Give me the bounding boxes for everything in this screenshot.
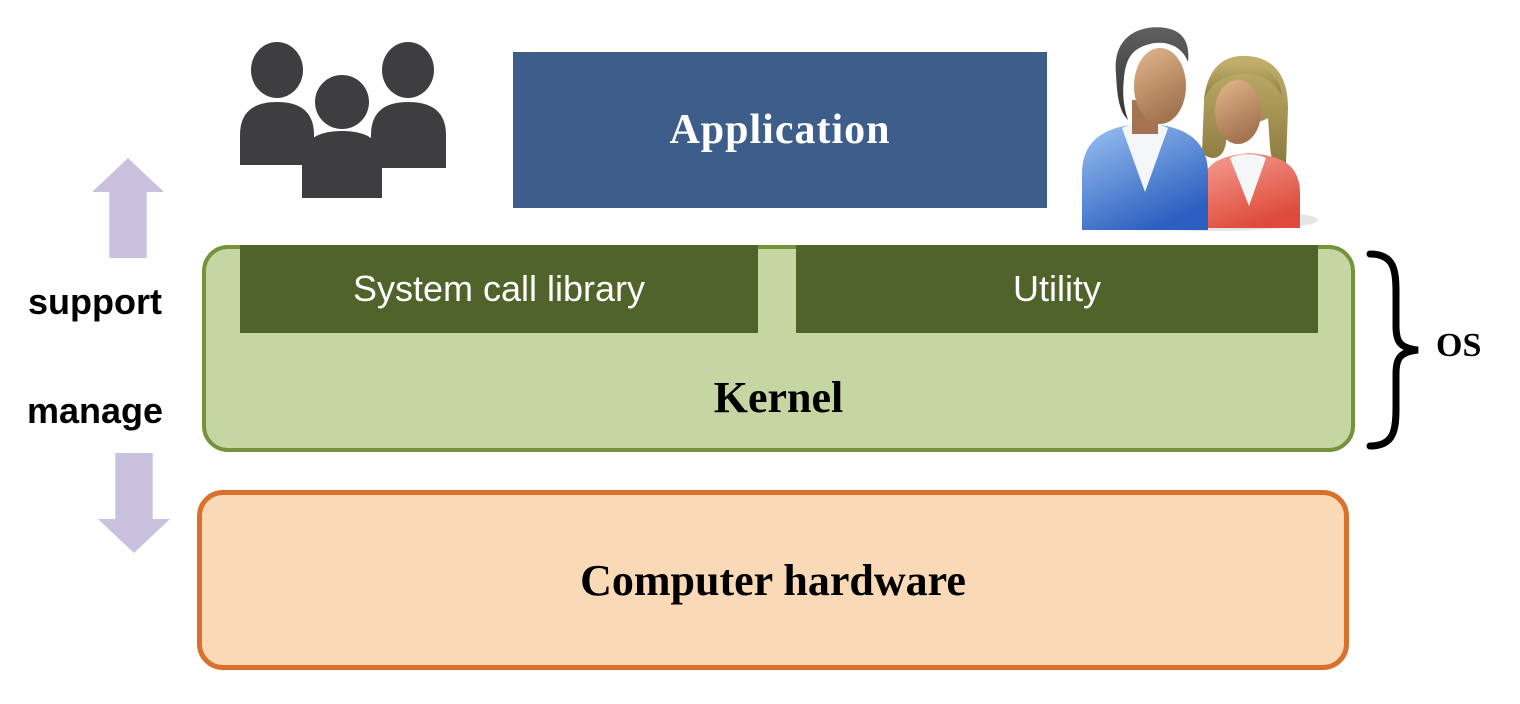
system-call-library-label: System call library: [352, 268, 646, 309]
computer-hardware-label: Computer hardware: [580, 555, 966, 605]
system-call-library-box: System call library: [240, 245, 758, 333]
utility-box: Utility: [796, 245, 1318, 333]
support-up-arrow-icon: [92, 158, 164, 258]
os-label: OS: [1436, 327, 1482, 364]
users-silhouette-icon: [240, 42, 446, 198]
application-box: Application: [513, 52, 1047, 208]
support-label: support: [28, 281, 162, 322]
application-label: Application: [669, 107, 891, 153]
manage-down-arrow-icon: [98, 453, 170, 553]
manage-label: manage: [26, 390, 164, 431]
users-couple-icon: [1082, 27, 1318, 231]
os-brace: [1366, 250, 1419, 450]
kernel-label: Kernel: [713, 373, 844, 422]
computer-hardware-box: Computer hardware: [197, 490, 1349, 670]
utility-label: Utility: [1013, 268, 1101, 309]
